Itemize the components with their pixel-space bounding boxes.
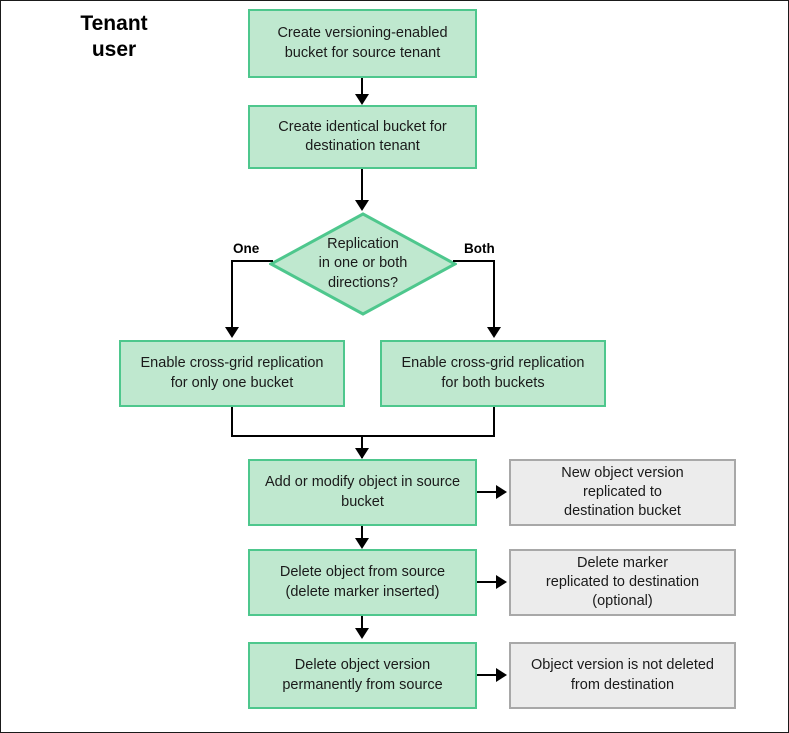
node-delete-object-version: Delete object version permanently from s… <box>248 642 477 709</box>
connector-decision-to-one-vertical <box>231 260 233 328</box>
branch-label-both: Both <box>464 241 495 256</box>
arrowhead-down-icon <box>355 448 369 459</box>
diamond-shape-icon <box>269 212 457 316</box>
arrowhead-down-icon <box>355 200 369 211</box>
connector-add-modify-to-result <box>477 491 500 493</box>
node-result-not-deleted: Object version is not deleted from desti… <box>509 642 736 709</box>
connector-merge-horizontal <box>231 435 495 437</box>
connector-delete-version-to-result <box>477 674 500 676</box>
node-enable-both-buckets: Enable cross-grid replication for both b… <box>380 340 606 407</box>
connector-decision-to-both-horizontal <box>453 260 495 262</box>
node-decision-replication-directions: Replication in one or both directions? <box>269 212 457 316</box>
node-create-source-bucket: Create versioning-enabled bucket for sou… <box>248 9 477 78</box>
arrowhead-down-icon <box>355 94 369 105</box>
arrowhead-right-icon <box>496 485 507 499</box>
node-delete-object: Delete object from source (delete marker… <box>248 549 477 616</box>
arrowhead-down-icon <box>225 327 239 338</box>
node-create-destination-bucket: Create identical bucket for destination … <box>248 105 477 169</box>
decision-label: Replication in one or both directions? <box>318 236 408 291</box>
swimlane-title-tenant-user: Tenant user <box>80 12 148 62</box>
arrowhead-down-icon <box>355 538 369 549</box>
arrowhead-right-icon <box>496 575 507 589</box>
connector-delete-object-to-result <box>477 581 500 583</box>
connector-decision-to-one-horizontal <box>231 260 273 262</box>
node-enable-one-bucket: Enable cross-grid replication for only o… <box>119 340 345 407</box>
connector-merge-to-add-modify <box>361 435 363 458</box>
connector-enable-one-down <box>231 407 233 437</box>
connector-create-destination-to-decision <box>361 169 363 201</box>
arrowhead-down-icon <box>487 327 501 338</box>
connector-decision-to-both-vertical <box>493 260 495 328</box>
connector-add-modify-to-delete-object <box>361 526 363 546</box>
branch-label-one: One <box>233 241 260 256</box>
connector-enable-both-down <box>493 407 495 437</box>
node-result-new-version: New object version replicated to destina… <box>509 459 736 526</box>
connector-create-source-to-create-destination <box>361 78 363 97</box>
connector-delete-object-to-delete-version <box>361 616 363 636</box>
arrowhead-right-icon <box>496 668 507 682</box>
node-result-delete-marker: Delete marker replicated to destination … <box>509 549 736 616</box>
node-add-modify-object: Add or modify object in source bucket <box>248 459 477 526</box>
arrowhead-down-icon <box>355 628 369 639</box>
